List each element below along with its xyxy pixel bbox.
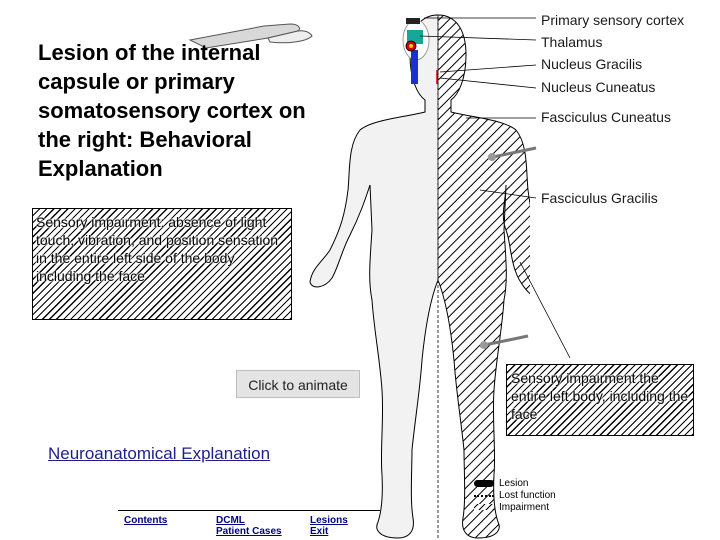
bottom-nav: Contents DCML Patient Cases Lesions Exit (118, 510, 380, 539)
legend-impairment-swatch (474, 504, 494, 510)
page-title: Lesion of the internal capsule or primar… (38, 40, 306, 181)
nav-exit-label: Exit (310, 526, 329, 537)
animate-button[interactable]: Click to animate (236, 370, 360, 398)
scalpel-icon (188, 23, 313, 49)
impairment-callout-text: Sensory impairment the entire left body,… (511, 370, 689, 422)
nav-patient-cases-label: Patient Cases (216, 526, 282, 537)
nav-contents-link[interactable]: Contents (124, 515, 168, 526)
impairment-description-box: Sensory impairment: absence of light tou… (32, 208, 292, 320)
legend-impairment-label: Impairment (499, 502, 550, 513)
body-figure-illustration (309, 14, 530, 539)
label-fasciculus-gracilis: Fasciculus Gracilis (541, 190, 658, 206)
impairment-description-text: Sensory impairment: absence of light tou… (36, 214, 279, 284)
label-thalamus: Thalamus (541, 34, 603, 50)
legend-lost-function-swatch (474, 495, 494, 497)
nav-dcml-link[interactable]: DCML Patient Cases (216, 515, 282, 537)
legend-lesion-label: Lesion (499, 478, 529, 489)
tuning-fork-icon (479, 334, 529, 349)
legend-lost-function-label: Lost function (499, 490, 556, 501)
nav-lesions-label: Lesions (310, 515, 348, 526)
label-fasciculus-cuneatus: Fasciculus Cuneatus (541, 109, 671, 125)
label-primary-sensory-cortex: Primary sensory cortex (541, 12, 685, 28)
neuroanatomical-explanation-link[interactable]: Neuroanatomical Explanation (48, 444, 271, 463)
nav-lesions-link[interactable]: Lesions Exit (310, 515, 348, 537)
nav-dcml-label: DCML (216, 515, 245, 526)
impairment-callout-box: Sensory impairment the entire left body,… (506, 364, 694, 436)
legend: Lesion Lost function Impairment (474, 478, 584, 518)
tuning-fork-icon (487, 146, 537, 161)
legend-lesion-swatch (474, 480, 494, 487)
label-nucleus-cuneatus: Nucleus Cuneatus (541, 79, 656, 95)
label-nucleus-gracilis: Nucleus Gracilis (541, 56, 643, 72)
